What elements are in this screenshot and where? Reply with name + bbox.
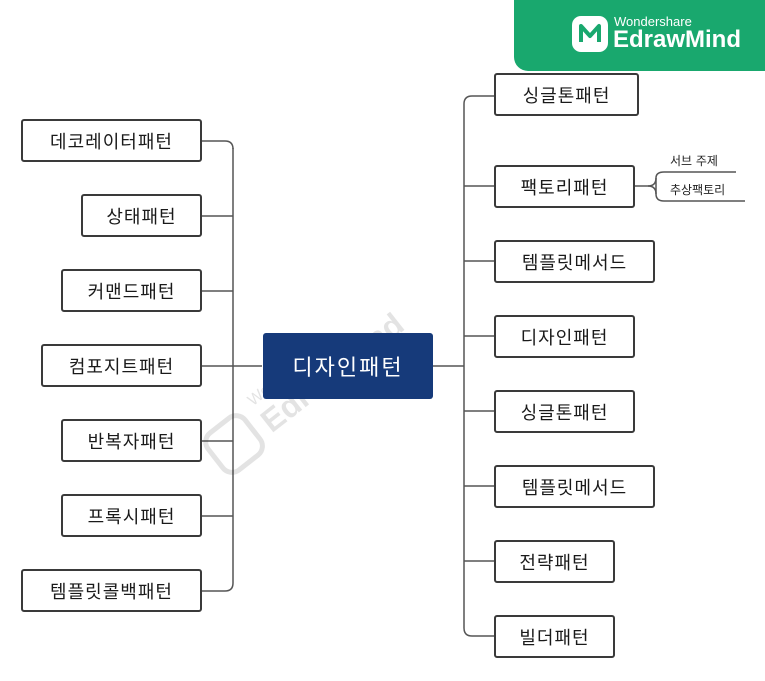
right-topic-strategy[interactable]: 전략패턴 xyxy=(494,540,615,583)
right-topic-design-pattern[interactable]: 디자인패턴 xyxy=(494,315,635,358)
central-topic[interactable]: 디자인패턴 xyxy=(263,333,433,399)
brand-product: EdrawMind xyxy=(613,26,742,53)
edrawmind-logo-icon xyxy=(572,16,608,52)
left-topic-template-callback[interactable]: 템플릿콜백패턴 xyxy=(21,569,202,612)
brand-company: Wondershare xyxy=(614,14,692,29)
right-topic-template-method-2[interactable]: 템플릿메서드 xyxy=(494,465,655,508)
right-topic-builder[interactable]: 빌더패턴 xyxy=(494,615,615,658)
right-topic-singleton[interactable]: 싱글톤패턴 xyxy=(494,73,639,116)
right-topic-template-method[interactable]: 템플릿메서드 xyxy=(494,240,655,283)
left-topic-decorator[interactable]: 데코레이터패턴 xyxy=(21,119,202,162)
subtopic-abstract-factory[interactable]: 추상팩토리 xyxy=(670,183,726,197)
right-topic-singleton-2[interactable]: 싱글톤패턴 xyxy=(494,390,635,433)
left-topic-proxy[interactable]: 프록시패턴 xyxy=(61,494,202,537)
left-topic-iterator[interactable]: 반복자패턴 xyxy=(61,419,202,462)
right-topic-factory[interactable]: 팩토리패턴 xyxy=(494,165,635,208)
left-topic-composite[interactable]: 컴포지트패턴 xyxy=(41,344,202,387)
brand-banner xyxy=(514,0,765,71)
left-topic-command[interactable]: 커맨드패턴 xyxy=(61,269,202,312)
subtopic-sub-topic[interactable]: 서브 주제 xyxy=(670,154,718,168)
left-topic-state[interactable]: 상태패턴 xyxy=(81,194,202,237)
